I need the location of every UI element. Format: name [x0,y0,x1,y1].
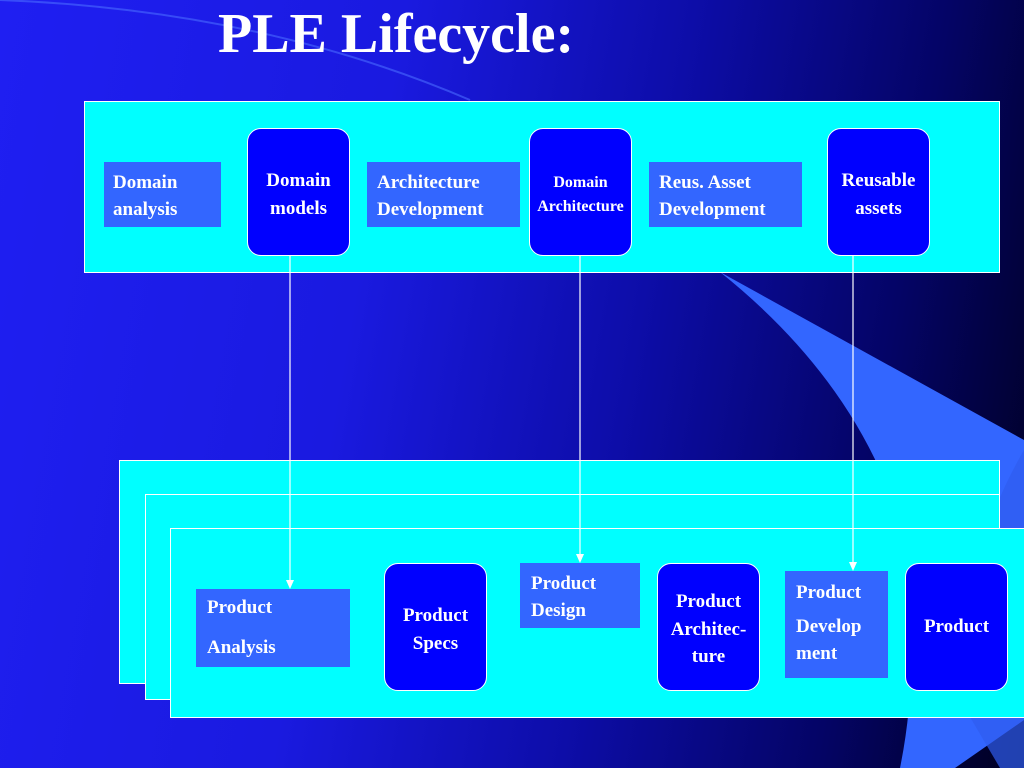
domain-architecture-box: Domain Architecture [529,128,632,256]
architecture-development-box: Architecture Development [367,162,520,227]
product-box: Product [905,563,1008,691]
product-specs-box: Product Specs [384,563,487,691]
product-architecture-box: Product Architec- ture [657,563,760,691]
product-development-box: Product Develop ment [785,571,888,678]
domain-models-box: Domain models [247,128,350,256]
product-design-box: Product Design [520,563,640,628]
reus-asset-development-box: Reus. Asset Development [649,162,802,227]
domain-analysis-box: Domain analysis [104,162,221,227]
reusable-assets-box: Reusable assets [827,128,930,256]
page-title: PLE Lifecycle: [218,3,575,65]
product-analysis-box: Product Analysis [196,589,350,667]
